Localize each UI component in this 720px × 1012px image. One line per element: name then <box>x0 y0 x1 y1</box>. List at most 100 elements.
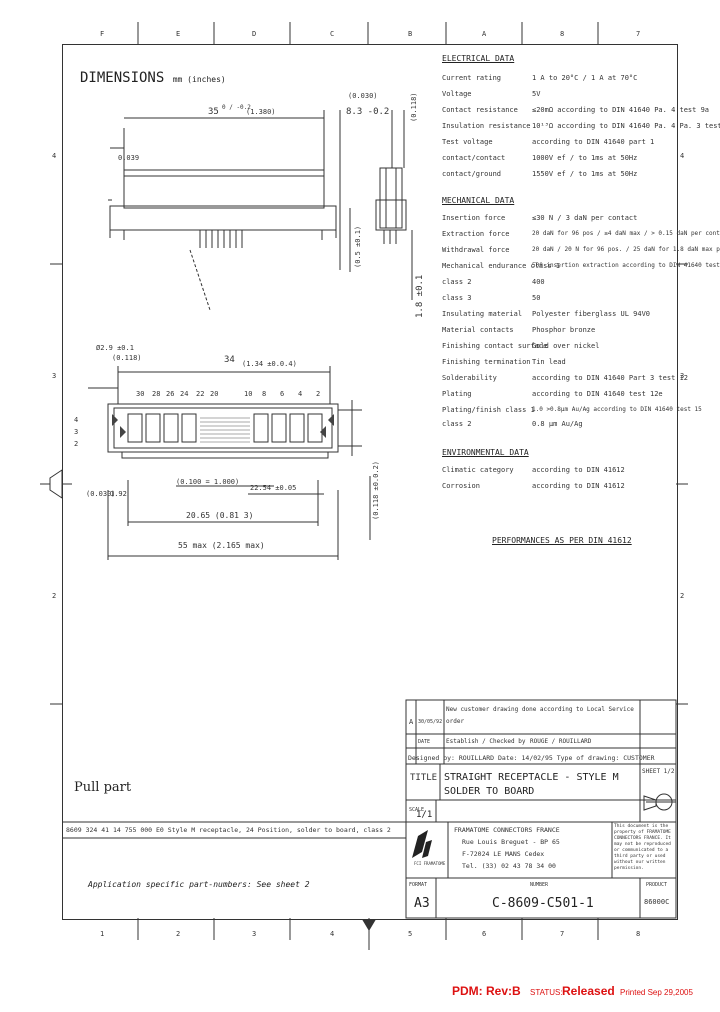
spec-label: Insulating material <box>442 310 523 318</box>
spec-label: Solderability <box>442 374 497 382</box>
pin-number: 10 <box>244 390 253 398</box>
right-zone-number: 4 <box>680 152 685 160</box>
dim-2065: 20.65 (0.81 3) <box>186 511 254 520</box>
company-name: FRAMATOME CONNECTORS FRANCE <box>454 826 560 834</box>
dim-35: 35 <box>208 107 219 117</box>
status-label: STATUS: <box>530 988 563 997</box>
right-zone-number: 3 <box>680 372 685 380</box>
dim-55: 55 max (2.165 max) <box>178 541 265 550</box>
dim-small: (0.118) <box>410 92 418 122</box>
spec-value: ≤20mΩ according to DIN 41640 Pa. 4 test … <box>532 106 710 114</box>
spec-value: 5V <box>532 90 541 98</box>
copyright-note: This document is the property of FRAMATO… <box>614 824 671 871</box>
ruler-letter: 7 <box>636 30 641 38</box>
sheet-number: SHEET 1/2 <box>642 768 675 775</box>
environmental-title: ENVIRONMENTAL DATA <box>442 448 529 457</box>
dim-diam-in: (0.118) <box>112 354 142 362</box>
title-label: TITLE <box>410 773 438 783</box>
ruler-letter: F <box>100 30 105 38</box>
spec-value: according to DIN 41640 Part 3 test 12 <box>532 374 688 382</box>
ruler-mark: 1 <box>100 930 105 938</box>
scale-label: SCALE <box>409 807 425 813</box>
dim-35-tol: 0 / -0.2 <box>222 104 251 111</box>
spec-label: class 2 <box>442 278 472 286</box>
dimensions-sub: mm (inches) <box>172 75 226 84</box>
drawing-title-2: SOLDER TO BOARD <box>444 786 535 797</box>
drawn-by: ROUGE / ROUILLARD <box>530 738 592 745</box>
dim-34: 34 <box>224 355 235 365</box>
spec-value: Gold over nickel <box>532 342 600 350</box>
dim-2254: 22.54 ±0.05 <box>250 484 297 492</box>
pin-number: 8 <box>262 390 267 398</box>
spec-value: 400 <box>532 278 545 286</box>
dim-side-1: (0.030) <box>348 92 378 100</box>
ruler-mark: 2 <box>176 930 181 938</box>
spec-label: Withdrawal force <box>442 246 510 254</box>
dim-right-v: (0.5 ±0.1) <box>354 225 362 268</box>
spec-label: Plating/finish class 1 <box>442 406 535 414</box>
spec-value: 1.0 >0.8µm Au/Ag according to DIN 41640 … <box>532 406 702 413</box>
company-logo-text: FCI FRAMATOME <box>414 861 446 866</box>
spec-value: 10¹³Ω according to DIN 41640 Pa. 4 Pa. 3… <box>532 122 720 130</box>
row-label: 4 <box>74 416 79 424</box>
spec-value: 500 insertion extraction according to DI… <box>532 262 720 269</box>
spec-label: Plating <box>442 390 472 398</box>
spec-value: ≤30 N / 3 daN per contact <box>532 214 638 222</box>
company-address-1: Rue Louis Breguet - BP 65 <box>462 838 560 846</box>
spec-value: Tin lead <box>532 358 566 366</box>
product-label: PRODUCT <box>646 882 668 888</box>
pin-number: 26 <box>166 390 175 398</box>
pin-number: 22 <box>196 390 205 398</box>
dim-34-in: (1.34 ±0.0.4) <box>242 360 297 368</box>
drawn-label: Establish / Checked by <box>446 738 526 745</box>
spec-label: Mechanical endurance class 1 <box>442 262 561 270</box>
format-label: FORMAT <box>409 882 428 888</box>
pin-number: 6 <box>280 390 285 398</box>
ruler-mark: 4 <box>330 930 335 938</box>
application-spec-note: Application specific part-numbers: See s… <box>88 880 310 889</box>
ruler-letter: B <box>408 30 413 38</box>
product-value: 86000C <box>644 898 670 906</box>
pin-number: 28 <box>152 390 161 398</box>
ruler-mark: 7 <box>560 930 565 938</box>
scale-value: 1/1 <box>416 810 433 820</box>
ruler-mark: 8 <box>636 930 641 938</box>
pin-number: 2 <box>316 390 321 398</box>
spec-value: 20 daN for 96 pos / ≥4 daN max / > 0.15 … <box>532 230 720 237</box>
spec-label: Current rating <box>442 74 502 82</box>
right-zone-number: 2 <box>680 592 685 600</box>
ruler-letter: 8 <box>560 30 565 38</box>
spec-value: according to DIN 41612 <box>532 482 625 490</box>
rev-date: 30/05/92 <box>418 719 443 725</box>
spec-value: 50 <box>532 294 541 302</box>
designed-line: Designed by: ROUILLARD Date: 14/02/95 Ty… <box>408 754 655 762</box>
electrical-title: ELECTRICAL DATA <box>442 54 515 63</box>
spec-label: Voltage <box>442 90 472 98</box>
drawing-number: C-8609-C501-1 <box>492 896 594 911</box>
drawn-date-label: DATE <box>418 739 431 745</box>
dim-diam: Ø2.9 ±0.1 <box>96 344 134 352</box>
pin-number: 4 <box>298 390 303 398</box>
row-label: 3 <box>74 428 79 436</box>
spec-value: 1 A to 20°C / 1 A at 70°C <box>532 74 638 82</box>
spec-label: class 3 <box>442 294 472 302</box>
pin-number: 24 <box>180 390 189 398</box>
spec-label: Finishing contact surface <box>442 342 548 350</box>
pin-number: 20 <box>210 390 219 398</box>
ruler-letter: A <box>482 30 487 38</box>
format-value: A3 <box>414 896 430 911</box>
drawing-title-1: STRAIGHT RECEPTACLE - STYLE M <box>444 772 619 783</box>
spec-label: class 2 <box>442 420 472 428</box>
row-label: 2 <box>74 440 79 448</box>
spec-value: according to DIN 41640 test 12e <box>532 390 663 398</box>
rev-note-2: order <box>446 718 465 725</box>
dim-030: (0.030) <box>86 490 116 498</box>
spec-label: contact/contact <box>442 154 506 162</box>
dim-right-v3: 1.8 ±0.1 <box>415 274 425 318</box>
mechanical-title: MECHANICAL DATA <box>442 196 515 205</box>
dim-pitch: (0.100 = 1.000) <box>176 478 240 486</box>
ruler-mark: 3 <box>252 930 257 938</box>
spec-label: Contact resistance <box>442 106 518 114</box>
spec-value: Phosphor bronze <box>532 326 596 334</box>
